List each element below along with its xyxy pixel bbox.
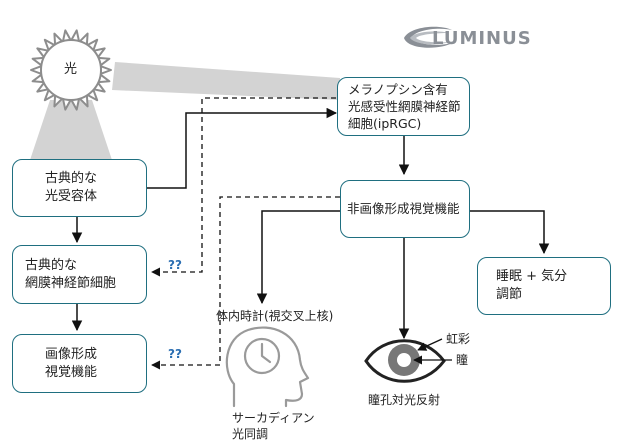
circadian-label-line-1: サーカディアン (232, 411, 315, 425)
dashed-arrow-iprgc-to-rgc (151, 97, 336, 277)
unknown-link-label-1: ?? (168, 258, 182, 272)
node-line: 睡眠 + 気分 (496, 269, 568, 284)
unknown-link-label-2: ?? (168, 347, 182, 361)
iris-pointer (417, 338, 443, 351)
circadian-label-line-2: 光同調 (232, 427, 269, 441)
head-clock-icon (225, 326, 310, 408)
dashed-arrow-non-image-to-image (151, 196, 340, 370)
sun-icon (30, 29, 112, 111)
node-line: メラノプシン含有 (348, 82, 448, 97)
light-beam-to-photoreceptors (30, 100, 112, 160)
node-line: 視覚機能 (45, 364, 98, 380)
eye-icon (364, 339, 446, 383)
node-line: 画像形成 (45, 346, 98, 362)
node-line: 光感受性網膜神経節 (348, 99, 461, 114)
iris-label: 虹彩 (446, 332, 471, 346)
node-line: 古典的な (45, 171, 98, 186)
sun-ray (99, 65, 112, 75)
body-clock-label: 体内時計(視交叉上核) (216, 309, 334, 323)
node-line: 光受容体 (45, 189, 98, 204)
sun-label: 光 (64, 62, 78, 77)
node-image-forming: 画像形成 視覚機能 (12, 334, 147, 393)
node-line: 調節 (496, 287, 523, 302)
node-sleep-mood: 睡眠 + 気分 調節 (477, 257, 611, 315)
sun-ray (30, 65, 43, 75)
node-line: 網膜神経節細胞 (25, 275, 117, 291)
node-classical-photoreceptors: 古典的な 光受容体 (12, 159, 147, 217)
arrow-photoreceptors-to-iprgc (147, 107, 338, 189)
node-line: 非画像形成視覚機能 (347, 201, 460, 216)
logo-text: LUMINUS (432, 28, 532, 49)
node-iprgc: メラノプシン含有 光感受性網膜神経節 細胞(ipRGC) (337, 77, 470, 136)
luminus-logo-icon (404, 26, 452, 48)
node-line: 古典的な (25, 257, 78, 273)
node-line: 細胞(ipRGC) (348, 116, 422, 131)
node-classical-rgc: 古典的な 網膜神経節細胞 (12, 245, 147, 304)
arrow-non-image-to-bodyclock (256, 210, 340, 305)
pupil-label: 瞳 (456, 353, 469, 367)
pupil-reflex-label: 瞳孔対光反射 (368, 393, 441, 407)
node-non-image-forming: 非画像形成視覚機能 (340, 180, 470, 238)
light-beam-to-iprgc (112, 62, 340, 100)
arrow-non-image-to-sleep (470, 210, 550, 255)
